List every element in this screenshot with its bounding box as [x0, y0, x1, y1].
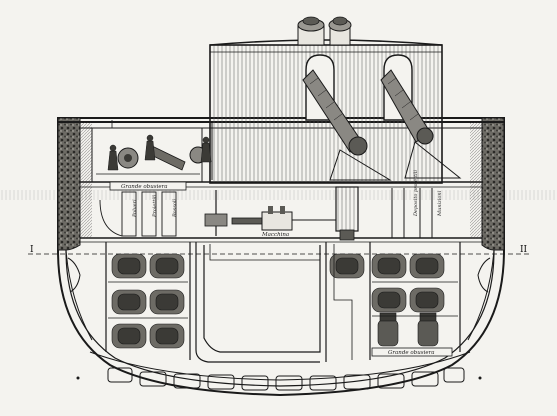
- sea-surface: [0, 190, 557, 200]
- keel-marker-left: [76, 376, 80, 380]
- left-shell-stowage: [111, 253, 185, 349]
- turret-gun-left: [302, 69, 363, 153]
- hull-side-compartments: [65, 249, 495, 341]
- right-ammunition-trunks: [391, 188, 433, 238]
- upper-magazine-label: Grande obusiera: [121, 184, 168, 190]
- sighting-hood-left: [297, 16, 325, 46]
- double-bottom-frames: [89, 351, 471, 391]
- right-cartridge-stowage: [377, 312, 439, 347]
- right-vertical-label-a: Deposito proiettili: [413, 170, 419, 217]
- gun-breech-left: [348, 136, 368, 156]
- hold-bulkheads: [105, 242, 461, 363]
- hull-inner: [65, 122, 495, 387]
- turret-pivot: [335, 186, 359, 232]
- turret: [209, 16, 462, 241]
- lower-magazine-label: Grande obusiera: [388, 350, 435, 356]
- hull-outer: [57, 117, 505, 397]
- sighting-hood-right: [328, 16, 352, 46]
- turret-training-engine: [204, 190, 336, 236]
- right-armor-belt: [481, 117, 505, 251]
- lower-magazine-box: [371, 347, 453, 357]
- right-vertical-label-b: Munizioni: [437, 190, 443, 217]
- right-shell-stowage: [329, 253, 445, 313]
- engine-label: Macchina: [261, 232, 289, 238]
- waterline-left-label: I: [30, 245, 34, 255]
- gunner-figure-2: [107, 144, 119, 171]
- upper-magazine-box: [109, 181, 187, 191]
- upper-left-battery: [91, 120, 213, 183]
- gunner-figure-3: [200, 136, 212, 163]
- gun-breech-right: [416, 127, 434, 145]
- left-vertical-label-c: Bossoli: [172, 199, 178, 218]
- gunner-figure-1: [144, 134, 156, 161]
- left-vertical-label-a: Polveri: [132, 199, 138, 218]
- turret-gun-right: [380, 69, 431, 143]
- hold-pipework: [209, 244, 353, 360]
- left-armor-belt: [57, 117, 81, 251]
- keel-marker-right: [478, 376, 482, 380]
- waterline-right-label: II: [520, 245, 528, 255]
- left-vertical-label-b: Proiettili: [152, 194, 158, 218]
- left-ammunition-hoists: [99, 191, 177, 237]
